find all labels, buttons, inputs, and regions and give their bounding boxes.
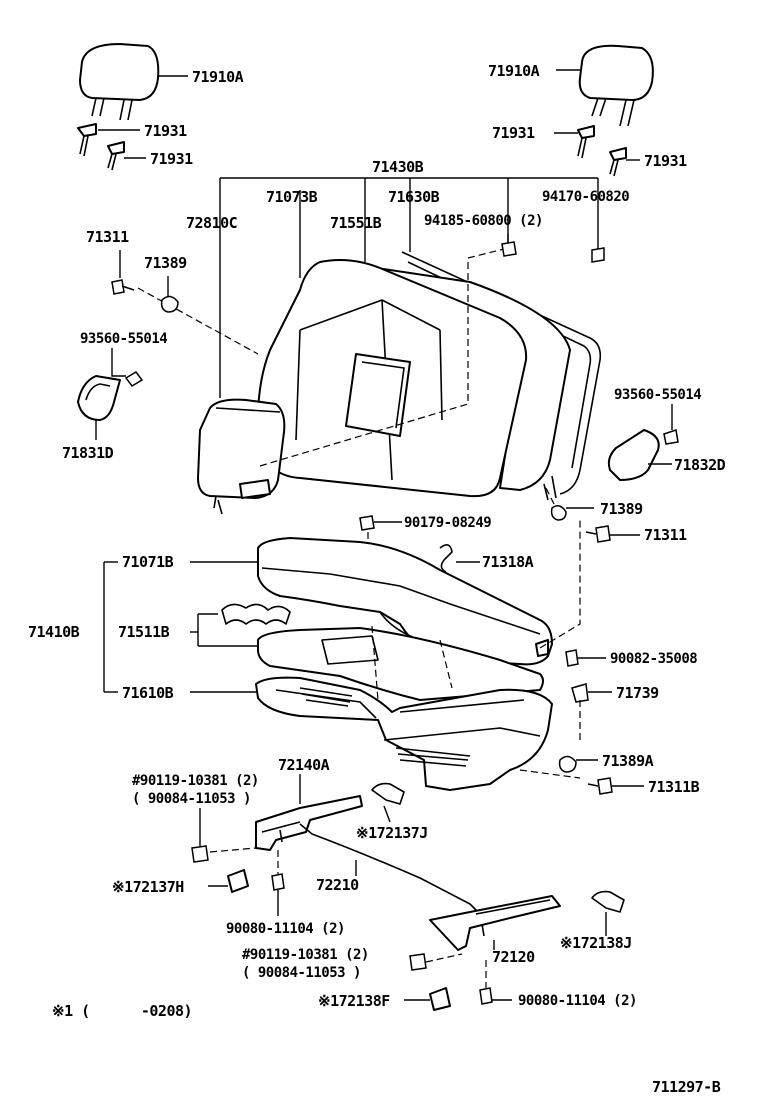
part-71739	[571, 683, 589, 703]
label-90082-35008: 90082-35008	[610, 651, 698, 667]
label-71910A-left: 71910A	[192, 68, 244, 86]
nut-94170	[591, 247, 605, 263]
clip-93560-left	[124, 371, 144, 387]
clip-90082	[565, 649, 579, 667]
bolt-71311B	[587, 777, 613, 795]
label-71073B: 71073B	[266, 188, 318, 206]
label-71931-l2: 71931	[150, 150, 193, 168]
bolt-90080-left	[271, 873, 285, 891]
nut-90179	[359, 515, 375, 531]
label-72140A: 72140A	[278, 756, 330, 774]
label-71430B: 71430B	[372, 158, 424, 176]
seat-cushion-cover	[257, 537, 553, 666]
reference-code: 711297-B	[652, 1078, 721, 1096]
seatback-cover	[257, 259, 528, 498]
label-94170-60820: 94170-60820	[542, 189, 630, 205]
label-172137H: ※172137H	[112, 878, 184, 896]
label-71389A: 71389A	[602, 752, 654, 770]
label-71832D: 71832D	[674, 456, 726, 474]
label-71389-right: 71389	[600, 500, 643, 518]
seat-pad	[257, 627, 544, 701]
seat-springs	[221, 603, 291, 625]
label-71511B: 71511B	[118, 623, 170, 641]
label-71318A: 71318A	[482, 553, 534, 571]
cover-71832D	[607, 429, 660, 481]
nut-71389-right	[550, 505, 567, 521]
headrest-support-left	[77, 123, 125, 171]
bolt-90119-right	[409, 953, 427, 971]
label-71551B: 71551B	[330, 214, 382, 232]
label-172137J: ※172137J	[356, 824, 428, 842]
headrest-left	[79, 43, 160, 121]
label-90080-11104-b: 90080-11104 (2)	[518, 993, 637, 1009]
label-71071B: 71071B	[122, 553, 174, 571]
cover-172138F	[429, 987, 451, 1011]
label-71739: 71739	[616, 684, 659, 702]
label-71610B: 71610B	[122, 684, 174, 702]
label-71410B: 71410B	[28, 623, 80, 641]
clip-93560-right	[663, 429, 679, 445]
label-71311-right: 71311	[644, 526, 687, 544]
label-93560-left: 93560-55014	[80, 331, 168, 347]
bolt-71311-right	[585, 525, 611, 543]
cover-172137H	[227, 869, 249, 893]
label-71831D: 71831D	[62, 444, 114, 462]
cover-71831D	[77, 375, 121, 421]
rail-72140A	[255, 795, 363, 851]
cable-72210	[299, 823, 479, 913]
nut-71389-left	[160, 295, 179, 313]
bolt-90119-left	[191, 845, 209, 863]
label-72210: 72210	[316, 876, 359, 894]
nut-71389A	[558, 755, 577, 773]
label-71931-r2: 71931	[644, 152, 687, 170]
label-71311-left: 71311	[86, 228, 129, 246]
label-90080-11104-a: 90080-11104 (2)	[226, 921, 345, 937]
headrest-support-right	[577, 125, 627, 177]
label-90179-08249: 90179-08249	[404, 515, 492, 531]
label-90084-11053-b: ( 90084-11053 )	[242, 965, 361, 981]
label-71910A-right: 71910A	[488, 62, 540, 80]
label-172138F: ※172138F	[318, 992, 390, 1010]
seatback-frame	[401, 251, 602, 501]
footnote: ※1 ( -0208)	[52, 1002, 193, 1020]
label-93560-right: 93560-55014	[614, 387, 702, 403]
bolt-90080-right	[479, 987, 493, 1005]
label-72120: 72120	[492, 948, 535, 966]
label-71931-l1: 71931	[144, 122, 187, 140]
label-90119-10381-b: #90119-10381 (2)	[242, 947, 369, 963]
label-71389-left: 71389	[144, 254, 187, 272]
label-71311B: 71311B	[648, 778, 700, 796]
label-71931-r1: 71931	[492, 124, 535, 142]
headrest-right	[578, 44, 654, 127]
rail-72120	[429, 895, 561, 951]
label-71630B: 71630B	[388, 188, 440, 206]
armrest	[197, 398, 286, 515]
label-72810C: 72810C	[186, 214, 238, 232]
label-90084-11053-a: ( 90084-11053 )	[132, 791, 251, 807]
cover-172137J	[371, 782, 405, 805]
nut-94185	[501, 241, 517, 257]
hook-71318A	[439, 544, 453, 573]
label-172138J: ※172138J	[560, 934, 632, 952]
seat-frame	[255, 676, 553, 791]
label-94185-60800: 94185-60800 (2)	[424, 213, 543, 229]
label-90119-10381-a: #90119-10381 (2)	[132, 773, 259, 789]
bolt-71311-left	[111, 279, 135, 295]
cover-172138J	[591, 890, 625, 913]
